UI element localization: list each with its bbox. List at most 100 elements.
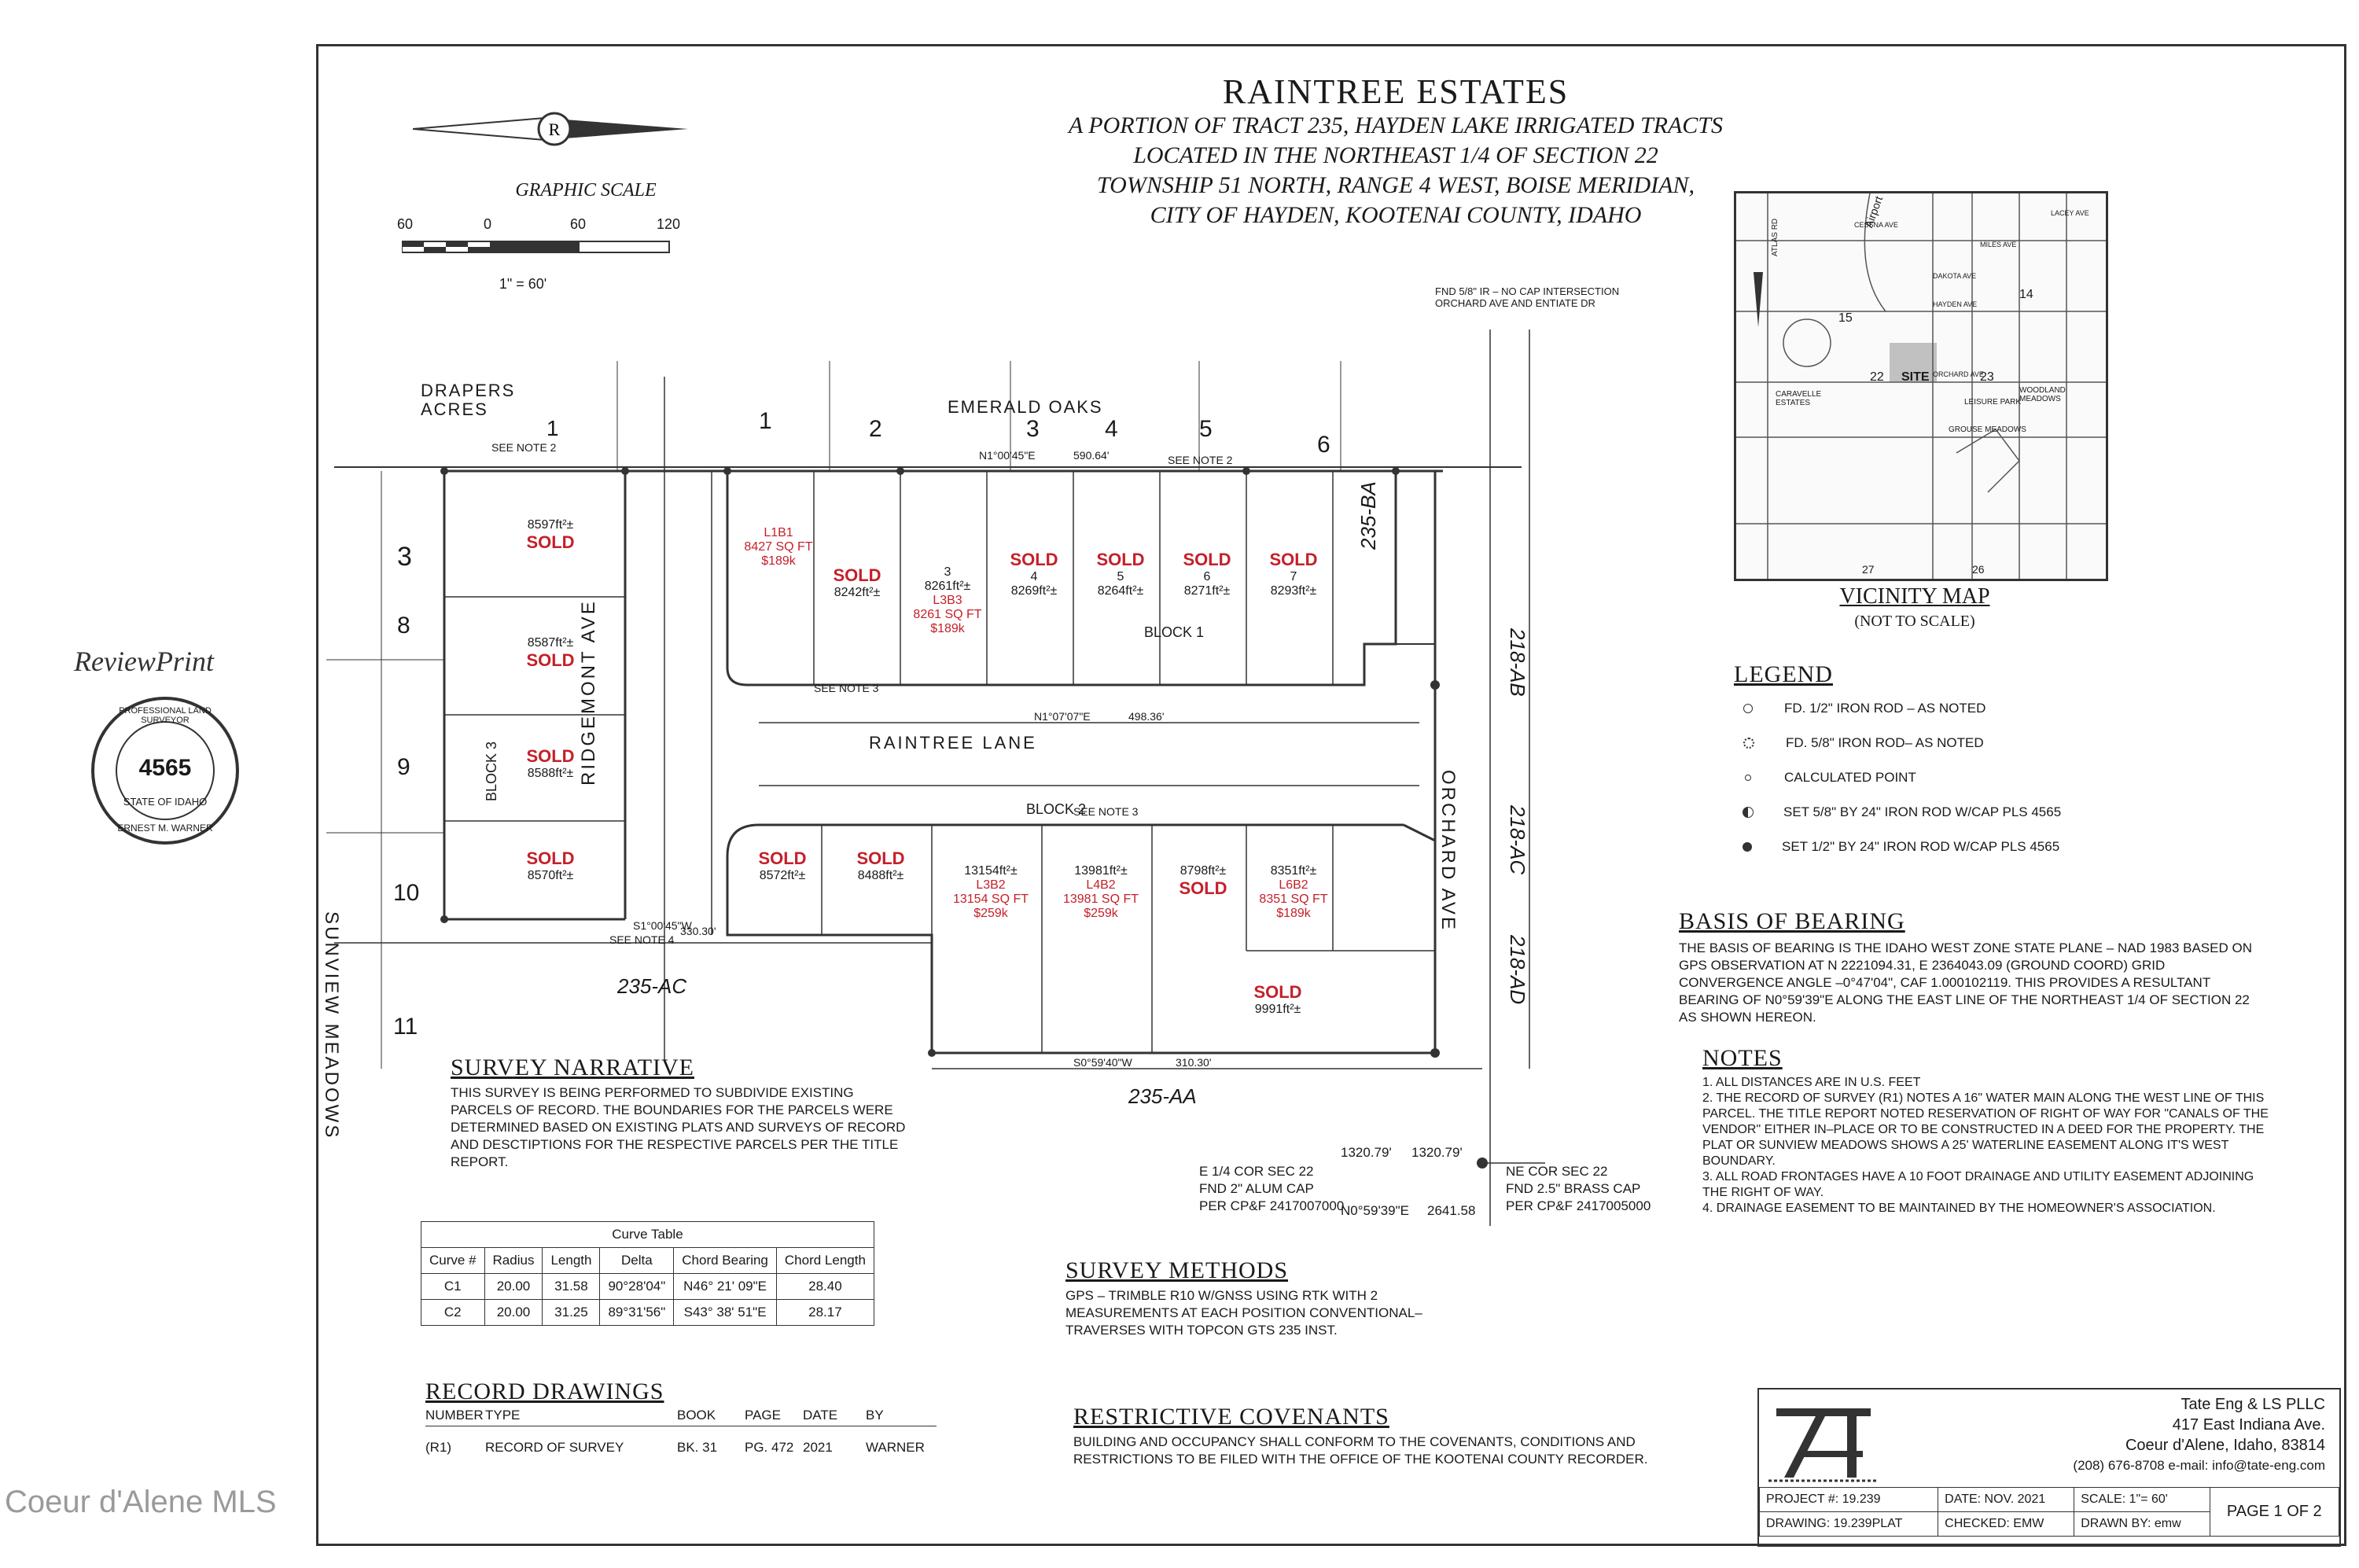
lot-b3-2[interactable]: 8587ft²± SOLD: [507, 636, 594, 671]
legend-list: FD. 1/2" IRON ROD – AS NOTED FD. 5/8" IR…: [1734, 691, 2284, 864]
table-cell: 89°31'56": [599, 1299, 675, 1326]
curve-table: Curve Table Curve # Radius Length Delta …: [421, 1221, 874, 1326]
adjacent-lot-number: 6: [1317, 432, 1330, 458]
iron-rod-icon: [896, 467, 904, 475]
legend-text: CALCULATED POINT: [1784, 770, 1916, 785]
lot-b1-7[interactable]: SOLD 7 8293ft²±: [1254, 550, 1333, 598]
lot-b1-1[interactable]: L1B1 8427 SQ FT $189k: [743, 526, 814, 569]
legend-item: CALCULATED POINT: [1734, 760, 2284, 795]
adjacent-lot-number: 3: [1026, 416, 1040, 442]
iron-rod-icon: [621, 467, 629, 475]
lot-sale-code: L1B1: [764, 526, 793, 539]
iron-rod-icon: [1430, 680, 1440, 690]
lot-sale-code: L3B2: [976, 878, 1006, 892]
column-header: BY: [866, 1408, 884, 1423]
lot-b2-6[interactable]: 8351ft²± L6B2 8351 SQ FT $189k: [1250, 864, 1337, 921]
plat-sheet: RAINTREE ESTATES A PORTION OF TRACT 235,…: [316, 44, 2346, 1547]
legend-item: SET 1/2" BY 24" IRON ROD W/CAP PLS 4565: [1734, 830, 2284, 864]
table-cell: 20.00: [484, 1299, 543, 1326]
record-drawings-title: RECORD DRAWINGS: [425, 1378, 664, 1404]
corner-distance: 1320.79': [1411, 1145, 1463, 1160]
curve-table-grid: Curve Table Curve # Radius Length Delta …: [421, 1221, 874, 1326]
lot-b2-4[interactable]: 13981ft²± L4B2 13981 SQ FT $259k: [1050, 864, 1152, 921]
lot-area: 8264ft²±: [1097, 584, 1144, 598]
lot-b1-2[interactable]: SOLD 8242ft²±: [822, 565, 892, 600]
lot-b1-5[interactable]: SOLD 5 8264ft²±: [1081, 550, 1160, 598]
vicinity-label: MILES AVE: [1980, 241, 2017, 248]
see-note-label: SEE NOTE 2: [491, 441, 557, 454]
lot-b3-1[interactable]: 8597ft²± SOLD: [507, 518, 594, 553]
scale-tick: 0: [484, 216, 492, 232]
lot-b2-1[interactable]: SOLD 8572ft²±: [743, 848, 822, 883]
lot-number: 6: [1203, 570, 1211, 583]
column-header: Delta: [599, 1247, 675, 1274]
vicinity-label: LEISURE PARK: [1964, 398, 2022, 407]
lot-b3-3[interactable]: SOLD 8588ft²±: [507, 746, 594, 781]
block1-label: BLOCK 1: [1144, 624, 1205, 640]
table-cell: 28.40: [775, 1273, 874, 1300]
lot-b2-7[interactable]: SOLD 9991ft²±: [1223, 982, 1333, 1017]
adjacent-lot-number: 4: [1105, 416, 1118, 442]
lot-b2-5[interactable]: 8798ft²± SOLD: [1160, 864, 1246, 899]
legend-item: FD. 1/2" IRON ROD – AS NOTED: [1734, 691, 2284, 726]
graphic-scale-ratio: 1" = 60': [499, 276, 547, 292]
block2-label: BLOCK 2: [1026, 801, 1087, 817]
note-item: 4. DRAINAGE EASEMENT TO BE MAINTAINED BY…: [1702, 1202, 2216, 1215]
corner-distance: 2641.58: [1427, 1203, 1476, 1218]
vicinity-label: 27: [1862, 563, 1875, 576]
firm-logo-icon: [1768, 1408, 1879, 1482]
note-item: 2. THE RECORD OF SURVEY (R1) NOTES A 16"…: [1702, 1091, 2269, 1168]
dimension-label: 590.64': [1073, 449, 1110, 462]
column-header: BOOK: [677, 1408, 716, 1423]
lot-area: 8351ft²±: [1270, 864, 1317, 878]
lot-status: SOLD: [1269, 550, 1318, 569]
drapers-acres-label: DRAPERS ACRES: [421, 381, 516, 419]
lot-sqft: 13981 SQ FT: [1062, 893, 1139, 906]
svg-text:R: R: [549, 120, 561, 139]
lot-status: SOLD: [856, 848, 905, 868]
vicinity-label: 22: [1870, 370, 1884, 384]
note-item: 3. ALL ROAD FRONTAGES HAVE A 10 FOOT DRA…: [1702, 1170, 2254, 1199]
adjacent-lot-number: 2: [869, 416, 882, 442]
see-note-label: SEE NOTE 3: [1073, 805, 1139, 818]
tract-label: 235-AC: [617, 974, 687, 998]
lot-sqft: 8351 SQ FT: [1259, 893, 1328, 906]
plat-subtitle: A PORTION OF TRACT 235, HAYDEN LAKE IRRI…: [869, 111, 1923, 230]
vicinity-label: GROUSE MEADOWS: [1949, 425, 2026, 434]
lot-area: 8572ft²±: [759, 869, 806, 882]
lot-b3-4[interactable]: SOLD 8570ft²±: [507, 848, 594, 883]
lot-b2-3[interactable]: 13154ft²± L3B2 13154 SQ FT $259k: [940, 864, 1042, 921]
vicinity-label: SITE: [1901, 370, 1930, 384]
adjacent-lot-number: 8: [397, 613, 410, 639]
review-print-handwriting: ReviewPrint: [74, 646, 214, 677]
lot-status: SOLD: [1096, 550, 1145, 569]
vicinity-map: 15 14 22 SITE 23 CARAVELLE ESTATES LEISU…: [1734, 191, 2108, 581]
lot-b1-3[interactable]: 3 8261ft²± L3B3 8261 SQ FT $189k: [904, 565, 991, 636]
dimension-label: N1°00'45"E: [979, 449, 1036, 462]
drawn-by: DRAWN BY: emw: [2074, 1511, 2210, 1537]
lot-b2-2[interactable]: SOLD 8488ft²±: [837, 848, 924, 883]
vicinity-map-note: (NOT TO SCALE): [1854, 613, 1975, 630]
table-cell: 31.58: [542, 1273, 601, 1300]
lot-b1-4[interactable]: SOLD 4 8269ft²±: [995, 550, 1073, 598]
seal-number: 4565: [138, 755, 192, 781]
sunview-meadows-label: SUNVIEW MEADOWS: [321, 911, 342, 1140]
legend-item: FD. 5/8" IRON ROD– AS NOTED: [1734, 726, 2284, 760]
lot-sqft: 8261 SQ FT: [913, 608, 982, 621]
lot-area: 8269ft²±: [1010, 584, 1058, 598]
half-filled-circle-icon: [1743, 807, 1754, 818]
project-number: PROJECT #: 19.239: [1758, 1487, 1939, 1512]
dimension-label: N1°07'07"E: [1034, 710, 1091, 723]
lot-area: 8588ft²±: [527, 767, 574, 780]
scale-tick: 60: [570, 216, 587, 232]
seal-ring-text: PROFESSIONAL LAND SURVEYOR: [119, 706, 212, 725]
lot-area: 8587ft²±: [527, 636, 574, 650]
lot-b1-6[interactable]: SOLD 6 8271ft²±: [1168, 550, 1246, 598]
lot-price: $189k: [761, 554, 796, 568]
lot-status: SOLD: [526, 848, 575, 868]
orchard-ave-label: ORCHARD AVE: [1437, 770, 1459, 932]
column-header: Length: [542, 1247, 601, 1274]
lot-area: 8488ft²±: [857, 869, 904, 882]
iron-rod-icon: [1242, 467, 1250, 475]
dimension-label: 330.30': [680, 925, 716, 937]
